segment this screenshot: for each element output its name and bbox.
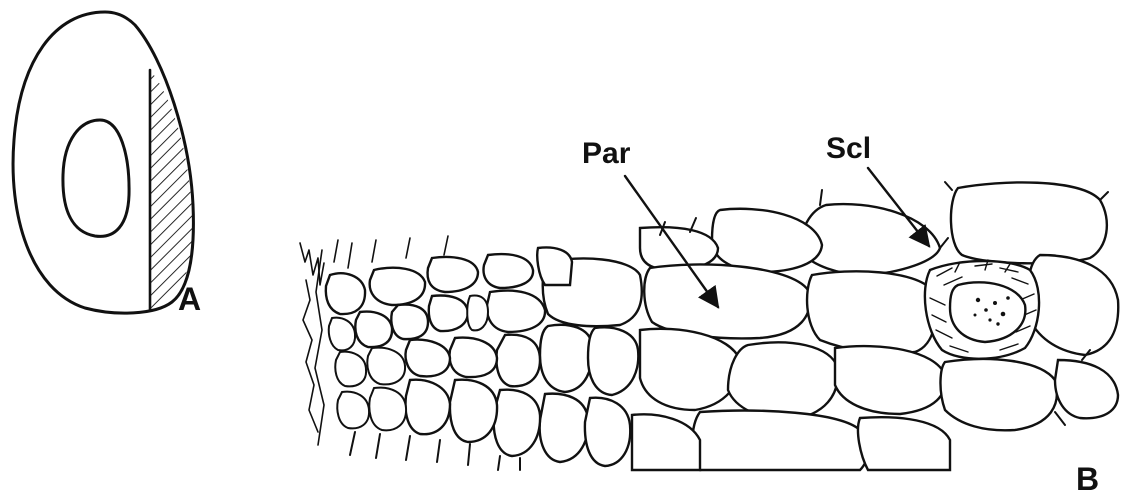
cell (835, 346, 945, 414)
cell (391, 305, 428, 340)
cell (450, 338, 497, 377)
cell (1055, 360, 1118, 418)
par-label: Par (582, 137, 631, 170)
cell (951, 182, 1107, 263)
cell (807, 271, 936, 353)
cell (428, 257, 478, 292)
cell (858, 417, 950, 470)
cell (644, 264, 809, 338)
panel-a-diagram (13, 12, 210, 320)
sclerenchyma-bundle (925, 260, 1039, 359)
cell (496, 335, 540, 387)
cell (429, 296, 468, 332)
cell (335, 352, 366, 387)
cell (588, 327, 638, 395)
cell (632, 414, 700, 470)
cell (540, 325, 592, 392)
cell (450, 380, 497, 442)
cell (537, 248, 572, 285)
cell (406, 340, 450, 377)
cell (326, 273, 365, 314)
cell (728, 342, 838, 420)
cell (337, 392, 369, 429)
cell (585, 398, 630, 466)
cell (484, 254, 534, 288)
cell (369, 388, 406, 431)
cell (494, 390, 540, 456)
cell (329, 318, 355, 351)
cell (487, 291, 545, 332)
cell (1028, 255, 1119, 355)
panel-a-label: A (178, 281, 201, 317)
cell (370, 268, 425, 305)
panel-b-diagram (300, 182, 1118, 470)
scl-label: Scl (826, 132, 871, 165)
cell (640, 329, 740, 410)
cell (712, 209, 822, 272)
cell (940, 359, 1056, 430)
cell (406, 380, 450, 435)
panel-b-label: B (1076, 461, 1099, 497)
cell (693, 411, 868, 470)
central-cavity-outline (63, 120, 129, 236)
cell (467, 296, 488, 331)
bundle-inner-cell (950, 282, 1025, 342)
cell (540, 394, 589, 462)
cell (355, 312, 392, 348)
cell (367, 348, 405, 385)
